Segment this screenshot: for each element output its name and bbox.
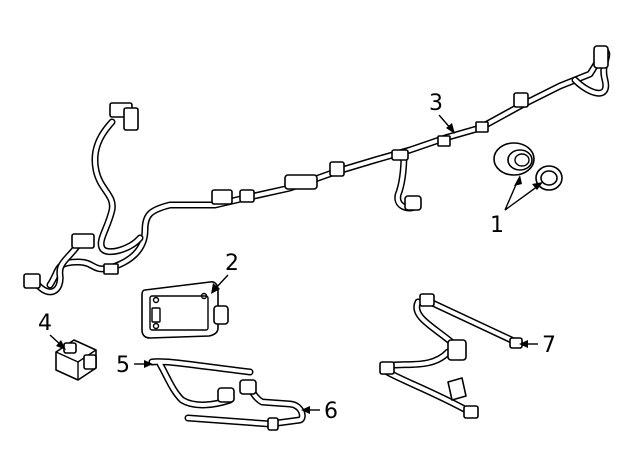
callout-4: 4	[38, 311, 66, 350]
park-assist-sensor	[493, 142, 535, 176]
callout-label-4: 4	[38, 311, 52, 336]
callout-3: 3	[429, 91, 455, 134]
callout-label-3: 3	[429, 91, 443, 116]
callout-label-6: 6	[324, 399, 338, 424]
callout-5: 5	[116, 353, 153, 378]
callout-label-1: 1	[490, 213, 504, 238]
wiring-harness	[23, 45, 611, 296]
harness-jumper-5	[148, 358, 254, 409]
tube-assembly	[379, 293, 524, 419]
callout-label-7: 7	[542, 333, 556, 358]
control-module	[141, 281, 229, 339]
callout-label-2: 2	[225, 251, 239, 276]
callout-2: 2	[211, 251, 239, 294]
callout-label-5: 5	[116, 353, 130, 378]
callout-6: 6	[301, 399, 338, 424]
callout-7: 7	[519, 333, 556, 358]
sensor-ring	[535, 165, 563, 191]
harness-jumper-6	[184, 379, 306, 431]
callout-1: 1	[490, 175, 543, 238]
